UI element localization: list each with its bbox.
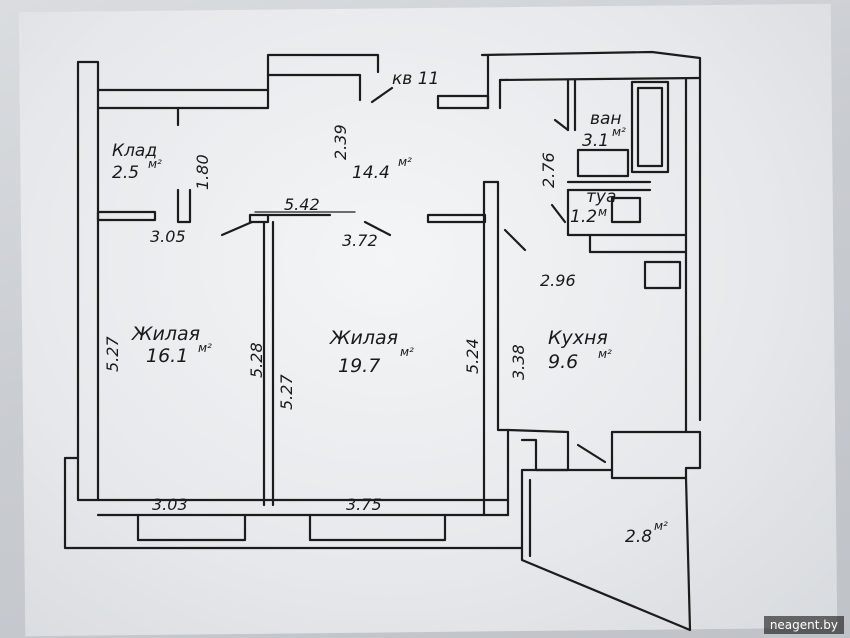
wall-pantry	[96, 210, 157, 222]
dim-pantry-h: 1.80	[193, 154, 212, 190]
dim-hall-w: 2.39	[331, 124, 350, 160]
room-area-kitchen: 9.6	[548, 351, 578, 373]
room-unit-pantry: м²	[148, 157, 162, 171]
dim-bath-w: 2.76	[539, 152, 558, 188]
door-swing-hall	[220, 220, 254, 237]
bathtub	[630, 80, 670, 174]
stove	[643, 260, 682, 290]
door-swing-entry	[370, 86, 394, 104]
window-1	[136, 513, 247, 542]
wall-toilet	[566, 188, 688, 237]
balcony	[520, 468, 692, 632]
room-unit-bath: м²	[612, 125, 626, 139]
room-area-bath: 3.1	[582, 131, 609, 151]
door-swing-balcony	[576, 443, 607, 464]
dim-living2-h2: 5.24	[463, 338, 482, 374]
room-unit-living1: м²	[198, 341, 212, 355]
room-name-pantry: Клад	[112, 141, 157, 161]
wall-top-left	[96, 88, 270, 110]
dim-living2-h: 5.27	[277, 374, 296, 410]
wall-bath-sep	[566, 180, 652, 192]
room-name-living2: Жилая	[329, 327, 398, 349]
sink	[576, 148, 630, 178]
room-area-hall: 14.4	[352, 163, 390, 183]
room-unit-living2: м²	[400, 345, 414, 359]
dim-living1-w: 3.03	[152, 495, 188, 514]
room-unit-balcony: м²	[654, 519, 668, 533]
watermark: neagent.by	[763, 616, 844, 634]
door-swing-kitchen	[503, 228, 527, 252]
dim-living1-h2: 5.28	[247, 342, 266, 378]
window-2	[308, 513, 447, 542]
room-name-toilet: туа	[586, 187, 616, 207]
door-swing-living	[363, 220, 392, 237]
room-area-living2: 19.7	[338, 355, 380, 377]
wall-outer-right	[684, 70, 702, 434]
room-name-kitchen: Кухня	[548, 327, 608, 349]
wall-partition	[262, 220, 275, 507]
room-area-pantry: 2.5	[112, 163, 139, 183]
wall-top-right	[480, 50, 702, 110]
room-area-balcony: 2.8	[625, 527, 652, 547]
room-area-toilet: 1.2	[570, 207, 597, 227]
room-area-living1: 16.1	[146, 345, 188, 367]
room-unit-hall: м²	[398, 155, 412, 169]
dim-kitchen-h: 3.38	[509, 344, 528, 380]
wall-hall-bottom	[248, 213, 270, 224]
wall-kitchen-bottom	[506, 428, 570, 472]
wall-entry	[436, 94, 490, 110]
wall-kitchen-bottom-r	[610, 430, 702, 480]
wall-pantry-b	[176, 106, 192, 224]
room-unit-toilet: м	[598, 205, 607, 219]
dim-living2-w: 3.75	[346, 495, 382, 514]
wall-bottom	[76, 498, 524, 550]
toilet-bowl	[610, 196, 642, 224]
wall-bath	[566, 78, 577, 132]
wall-top-left-c	[266, 73, 362, 102]
room-unit-kitchen: м²	[598, 347, 612, 361]
wall-top-right-b	[498, 76, 702, 82]
door-swing-toilet	[550, 203, 567, 224]
wall-kitchen-left	[482, 180, 510, 517]
entrance-label: кв 11	[392, 69, 439, 89]
dim-pantry-w: 3.05	[150, 227, 186, 246]
door-swing-bath	[553, 118, 570, 132]
dim-hall-len: 5.42	[284, 195, 320, 214]
wall-toilet-b	[588, 233, 688, 254]
room-name-bath: ван	[590, 109, 622, 129]
dim-living1-h: 5.27	[103, 336, 122, 372]
wall-hall-bottom-c	[426, 213, 487, 224]
bathtub-inner	[636, 86, 664, 168]
dim-kitchen-diag: 2.96	[540, 271, 576, 290]
wall-outer-left	[63, 60, 100, 550]
room-name-living1: Жилая	[131, 323, 200, 345]
dim-hall-corr: 3.72	[342, 231, 378, 250]
wall-top-left-b	[266, 53, 380, 92]
